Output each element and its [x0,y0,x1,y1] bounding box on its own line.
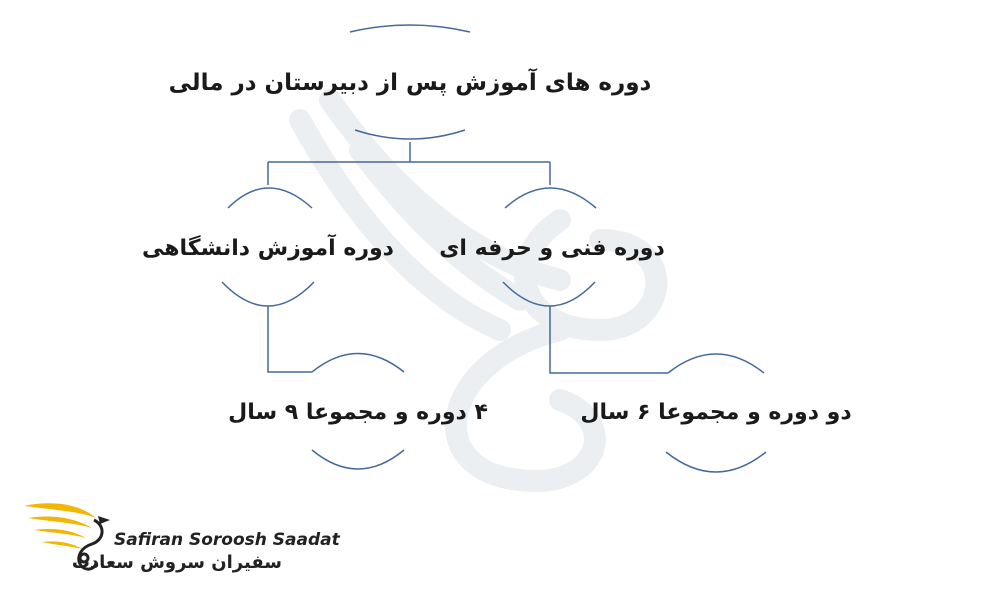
company-logo: Safiran Soroosh Saadat سفیران سروش سعادت [22,492,340,582]
vocational-child-top-arc [667,353,765,374]
vocational-node-label: دوره فنی و حرفه ای [439,236,665,261]
university-child-top-arc [311,352,405,373]
university-bottom-arc [221,281,315,307]
logo-name-en: Safiran Soroosh Saadat [114,530,340,550]
vocational-child-bottom-arc [665,451,767,473]
vocational-top-arc [504,187,597,209]
logo-name-fa: سفیران سروش سعادت [71,552,282,573]
university-to-child [267,306,312,373]
root-node-label: دوره های آموزش پس از دبیرستان در مالی [168,70,652,96]
wing-icon [24,503,110,571]
university-child-bottom-arc [311,449,405,470]
vocational-child-label: دو دوره و مجموعا ۶ سال [580,400,852,425]
university-top-arc [227,187,313,209]
root-top-arc [349,24,471,33]
university-child-label: ۴ دوره و مجموعا ۹ سال [228,400,488,425]
root-bottom-arc [354,129,466,140]
vocational-bottom-arc [502,281,596,307]
university-node-label: دوره آموزش دانشگاهی [142,236,394,261]
vocational-to-child [549,306,668,374]
